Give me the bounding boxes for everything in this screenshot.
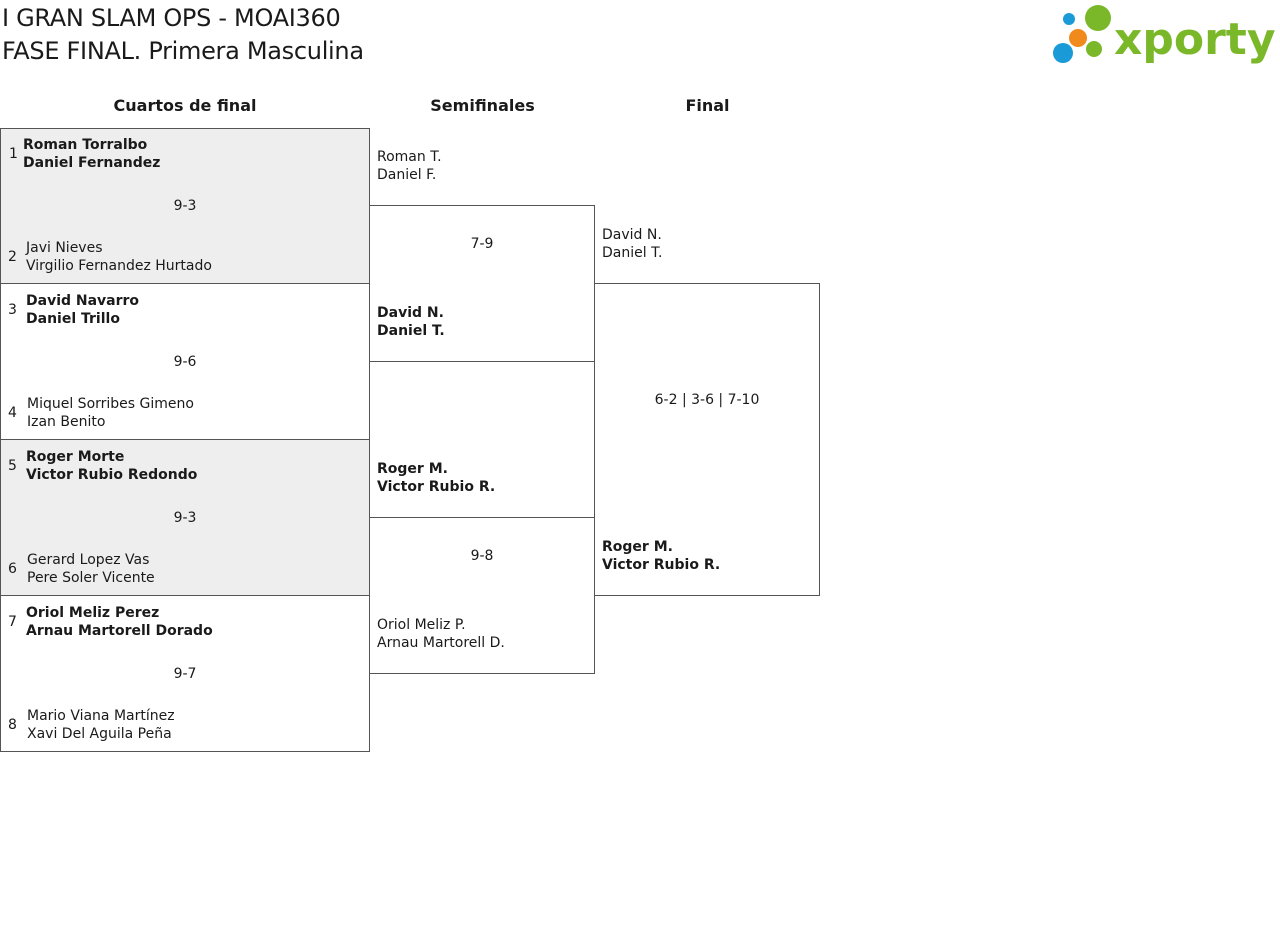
sf1-team-b-player2: Daniel T. bbox=[377, 323, 445, 339]
final-score: 6-2 | 3-6 | 7-10 bbox=[654, 392, 760, 408]
qf3-team-b-player2: Pere Soler Vicente bbox=[27, 570, 155, 586]
qf2-team-a-player2: Daniel Trillo bbox=[26, 311, 120, 327]
qf3-score: 9-3 bbox=[173, 510, 197, 526]
qf2-team-b-player2: Izan Benito bbox=[27, 414, 106, 430]
qf2-team-a-player1: David Navarro bbox=[26, 293, 140, 309]
final-team-a-player1: David N. bbox=[602, 227, 662, 243]
qf4-team-a-player2: Arnau Martorell Dorado bbox=[26, 623, 213, 639]
qf-match-3: 5 Roger Morte Victor Rubio Redondo 9-3 6… bbox=[0, 439, 370, 596]
seed-number: 7 bbox=[8, 614, 17, 630]
qf3-team-a-player1: Roger Morte bbox=[26, 449, 125, 465]
round-heading-final: Final bbox=[685, 96, 730, 115]
qf1-team-a-player2: Daniel Fernandez bbox=[23, 155, 161, 171]
qf1-team-b-player1: Javi Nieves bbox=[26, 240, 103, 256]
sf2-team-b-player1: Oriol Meliz P. bbox=[377, 617, 466, 633]
sf-match-1: 7-9 David N. Daniel T. bbox=[369, 205, 595, 362]
xporty-logo: xporty bbox=[1050, 4, 1276, 66]
final-team-b-player1: Roger M. bbox=[602, 539, 673, 555]
sf2-score: 9-8 bbox=[470, 548, 494, 564]
sf-match-2: 9-8 Oriol Meliz P. Arnau Martorell D. bbox=[369, 517, 595, 674]
page-subtitle: FASE FINAL. Primera Masculina bbox=[2, 37, 364, 65]
qf4-team-a-player1: Oriol Meliz Perez bbox=[26, 605, 160, 621]
qf3-team-a-player2: Victor Rubio Redondo bbox=[26, 467, 198, 483]
final-match: 6-2 | 3-6 | 7-10 Roger M. Victor Rubio R… bbox=[594, 283, 820, 596]
qf-match-2: 3 David Navarro Daniel Trillo 9-6 4 Miqu… bbox=[0, 283, 370, 440]
qf1-team-b-player2: Virgilio Fernandez Hurtado bbox=[26, 258, 212, 274]
xporty-logo-icon: xporty bbox=[1053, 5, 1276, 65]
qf-match-4: 7 Oriol Meliz Perez Arnau Martorell Dora… bbox=[0, 595, 370, 752]
qf2-score: 9-6 bbox=[173, 354, 197, 370]
sf1-score: 7-9 bbox=[470, 236, 494, 252]
qf3-team-b-player1: Gerard Lopez Vas bbox=[27, 552, 150, 568]
qf4-team-b-player1: Mario Viana Martínez bbox=[27, 708, 175, 724]
page-title: I GRAN SLAM OPS - MOAI360 bbox=[2, 4, 341, 32]
round-heading-semifinals: Semifinales bbox=[430, 96, 535, 115]
round-heading-quarterfinals: Cuartos de final bbox=[113, 96, 257, 115]
qf1-score: 9-3 bbox=[173, 198, 197, 214]
seed-number: 6 bbox=[8, 561, 17, 577]
final-team-a-player2: Daniel T. bbox=[602, 245, 663, 261]
qf-match-1: 1 Roman Torralbo Daniel Fernandez 9-3 2 … bbox=[0, 128, 370, 284]
seed-number: 3 bbox=[8, 302, 17, 318]
logo-wordmark: xporty bbox=[1114, 14, 1276, 65]
qf1-team-a-player1: Roman Torralbo bbox=[23, 137, 148, 153]
sf2-team-a-player1: Roger M. bbox=[377, 461, 448, 477]
sf2-team-a-player2: Victor Rubio R. bbox=[377, 479, 496, 495]
seed-number: 2 bbox=[8, 249, 17, 265]
sf1-team-a-player1: Roman T. bbox=[377, 149, 442, 165]
final-team-b-player2: Victor Rubio R. bbox=[602, 557, 721, 573]
seed-number: 4 bbox=[8, 405, 17, 421]
sf1-team-a-player2: Daniel F. bbox=[377, 167, 437, 183]
seed-number: 5 bbox=[8, 458, 17, 474]
seed-number: 8 bbox=[8, 717, 17, 733]
seed-number: 1 bbox=[9, 146, 18, 162]
qf4-team-b-player2: Xavi Del Aguila Peña bbox=[27, 726, 172, 742]
qf2-team-b-player1: Miquel Sorribes Gimeno bbox=[27, 396, 194, 412]
sf1-team-b-player1: David N. bbox=[377, 305, 444, 321]
qf4-score: 9-7 bbox=[173, 666, 197, 682]
sf2-team-b-player2: Arnau Martorell D. bbox=[377, 635, 505, 651]
